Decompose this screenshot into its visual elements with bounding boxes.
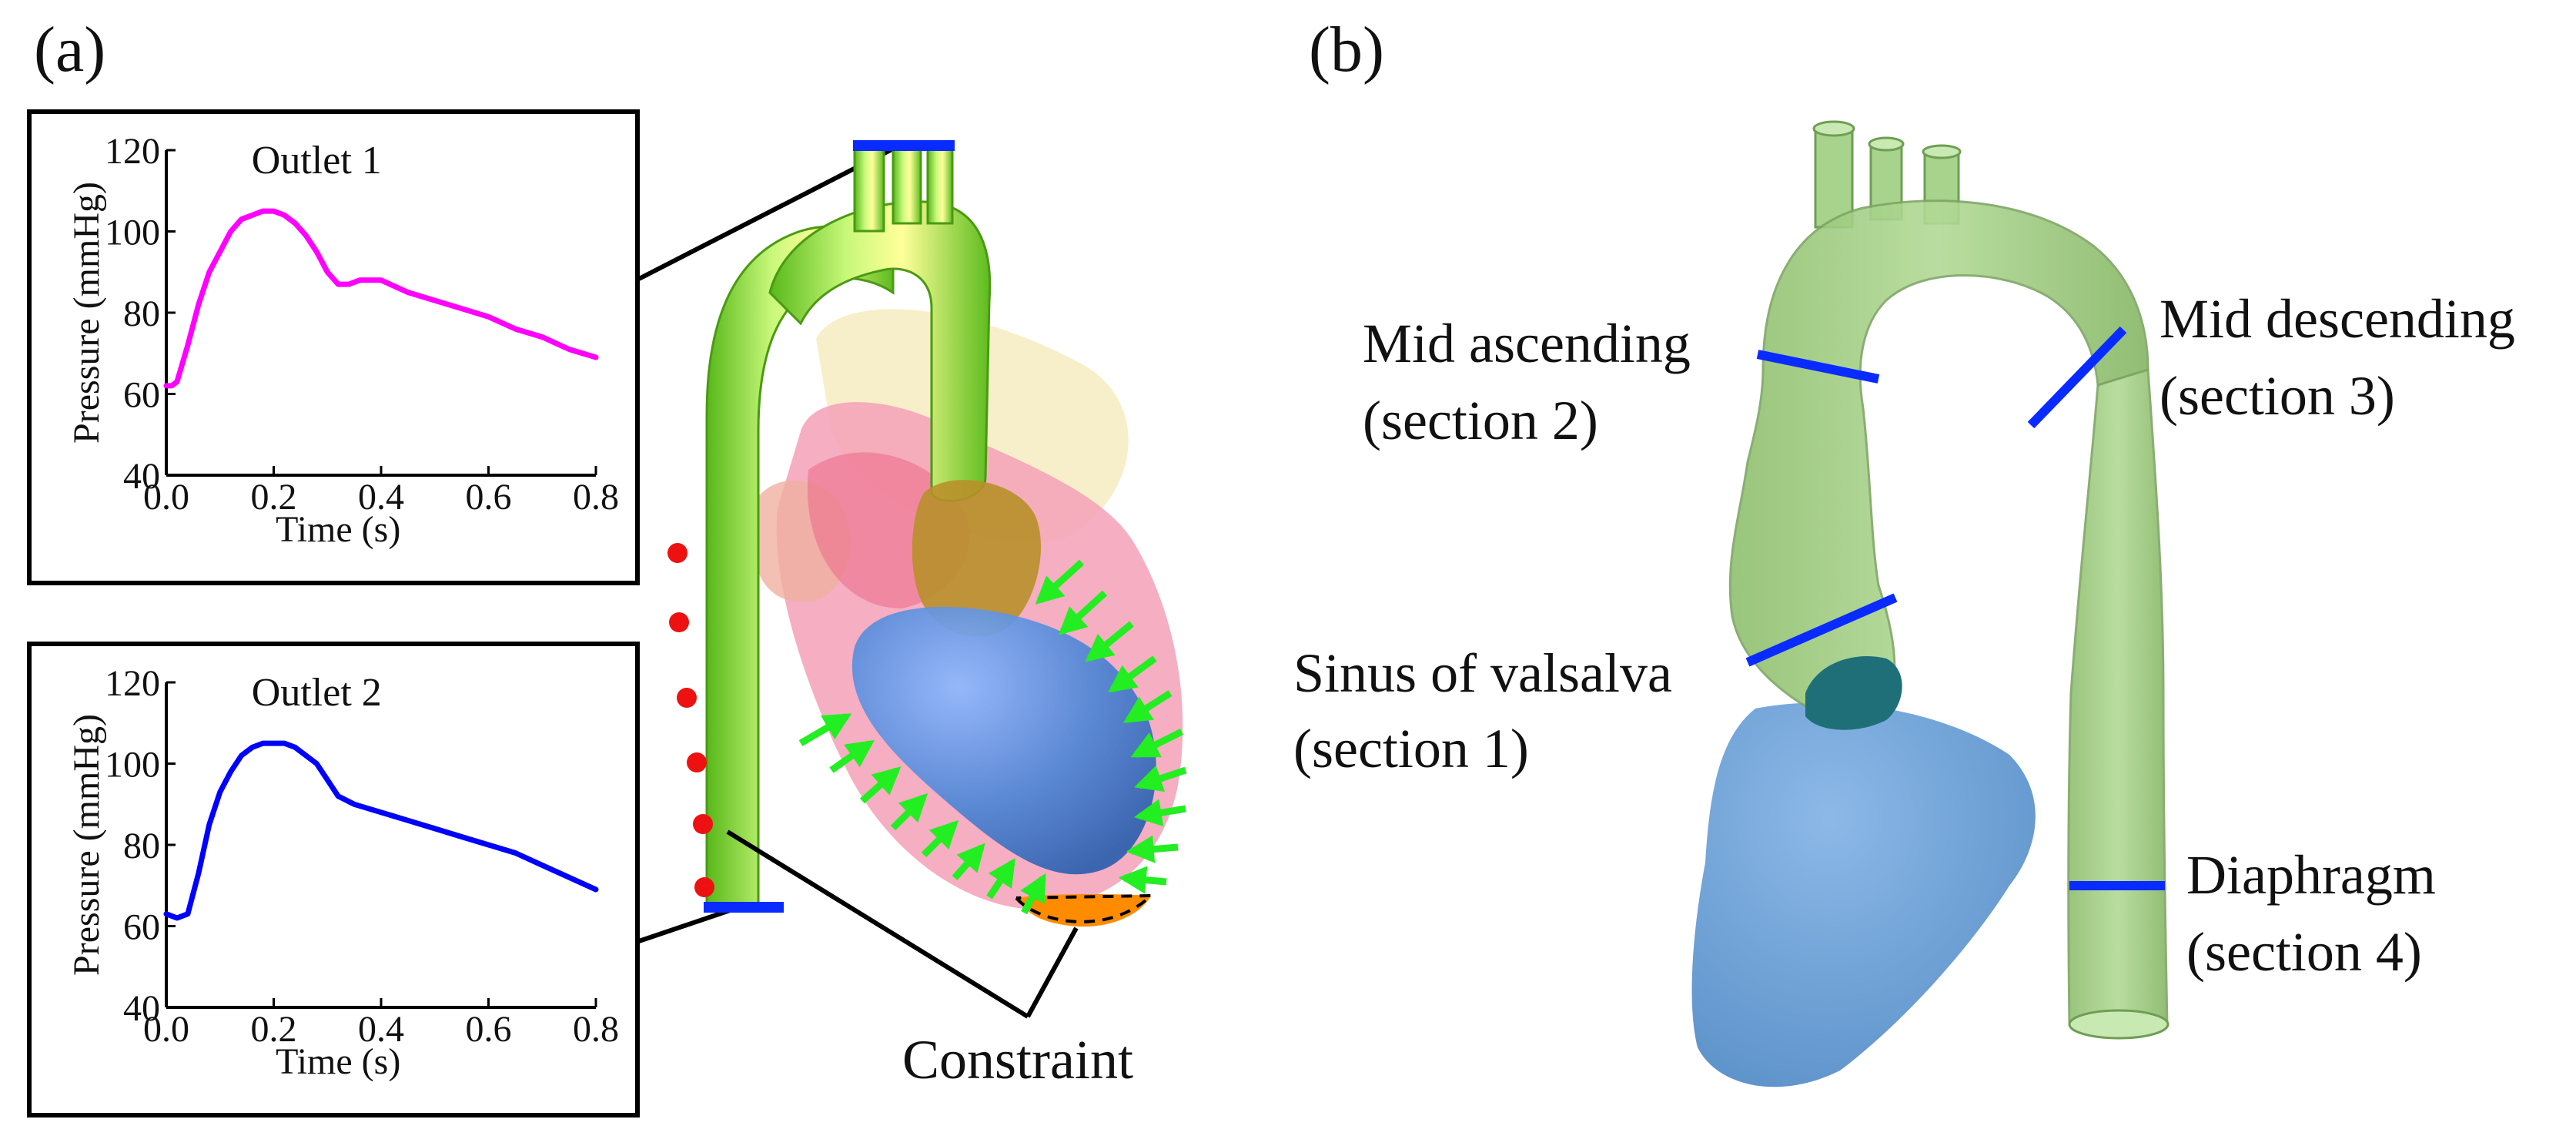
pressure-arrow (798, 713, 852, 746)
arch-branch-b-1 (1814, 126, 1854, 229)
y-tick-label: 80 (123, 826, 160, 866)
pressure-arrow (1126, 835, 1179, 863)
y-tick-label: 120 (105, 663, 160, 704)
constraint-label: Constraint (902, 1029, 1133, 1091)
y-tick-label: 40 (123, 988, 160, 1029)
arch-branch-2 (892, 145, 922, 225)
aortic-root-shape (912, 480, 1042, 637)
x-tick-label: 0.0 (143, 1009, 189, 1050)
pressure-arrow (921, 819, 959, 858)
boundary-dots (667, 543, 714, 897)
y-tick-label: 80 (123, 293, 160, 334)
pressure-arrow (1133, 799, 1186, 827)
x-axis-label: Time (s) (276, 1041, 400, 1082)
pressure-arrow (1134, 765, 1187, 792)
y-tick-label: 100 (105, 213, 160, 253)
left-ventricle-shape (851, 607, 1156, 875)
section-3-label: Mid descending (2159, 288, 2515, 350)
x-tick-label: 0.6 (466, 477, 512, 518)
arch-branch-b-1-top (1812, 120, 1855, 137)
pressure-arrow (1035, 559, 1085, 605)
arch-branch-1 (853, 145, 885, 233)
x-tick-label: 0.8 (573, 1009, 619, 1050)
x-axis-label: Time (s) (276, 509, 400, 550)
pressure-arrow (1108, 655, 1157, 693)
boundary-dot (669, 612, 689, 632)
arch-branch-3 (926, 145, 954, 225)
pressure-arrow (1118, 866, 1167, 894)
y-tick-label: 40 (123, 456, 160, 497)
section-1-sublabel: (section 1) (1293, 718, 1529, 779)
section-3-sublabel: (section 3) (2159, 365, 2395, 427)
arch-branch-b-2-top (1868, 136, 1905, 152)
pressure-arrows (798, 559, 1187, 915)
chart-title: Outlet 1 (252, 139, 382, 183)
y-axis-label: Pressure (mmHg) (66, 714, 107, 976)
section-4-sublabel: (section 4) (2186, 921, 2422, 983)
descending-aorta-b-outlet (2068, 1009, 2170, 1040)
pressure-arrow (1058, 590, 1108, 635)
apex-constraint-outline (1015, 893, 1156, 923)
pressure-arrow (829, 739, 875, 773)
pressure-arrow (890, 792, 928, 831)
pressure-arrow (952, 843, 985, 880)
x-tick-label: 0.4 (358, 1009, 404, 1050)
left-ventricle-b-shape (1691, 702, 2036, 1087)
arch-branch-b-3-top (1922, 144, 1962, 159)
aorta-section-model (1691, 120, 2170, 1087)
boundary-dot (694, 877, 714, 897)
chart-frame (27, 109, 640, 585)
pressure-series-line (163, 740, 599, 921)
chart-frame (27, 642, 640, 1118)
x-tick-label: 0.6 (466, 1009, 512, 1050)
boundary-dot (667, 543, 687, 563)
outlet1-pressure-chart: 40 60 80 100 120 0.0 0.2 0.4 0.6 0.8 Outlet 1 Time … (27, 109, 640, 585)
boundary-dot (687, 752, 707, 772)
x-tick-label: 0.0 (143, 477, 189, 518)
constraint-callout-line-1 (726, 829, 1029, 1019)
constraint-callout-line-2 (1025, 927, 1079, 1018)
y-tick-label: 60 (123, 907, 160, 948)
pressure-series-line (163, 208, 599, 389)
x-tick-label: 0.8 (573, 477, 619, 518)
section-2-sublabel: (section 2) (1363, 390, 1598, 451)
pressure-arrow (1085, 621, 1134, 662)
section-3-line (2027, 326, 2127, 429)
boundary-dot (677, 688, 697, 708)
outlet2-connector-line (638, 905, 740, 943)
chart-title: Outlet 2 (252, 671, 382, 715)
section-2-label: Mid ascending (1363, 313, 1691, 374)
y-tick-label: 120 (105, 131, 160, 172)
section-1-line (1745, 593, 1898, 667)
descending-aorta-b-shape (2067, 368, 2169, 1026)
y-tick-label: 60 (123, 375, 160, 416)
panel-label-b: (b) (1309, 14, 1384, 85)
outlet2-pressure-chart: 40 60 80 100 120 0.0 0.2 0.4 0.6 0.8 Outlet 2 Time … (27, 642, 640, 1118)
heart-aorta-model (704, 140, 1183, 927)
ascending-aorta-shape (1728, 199, 2149, 725)
x-tick-label: 0.2 (251, 1009, 297, 1050)
aortic-valve-shape (1805, 656, 1902, 730)
boundary-dot (693, 814, 713, 834)
pressure-arrow (1020, 873, 1046, 915)
y-tick-label: 100 (105, 745, 160, 786)
pressure-arrow (860, 766, 902, 804)
x-tick-label: 0.2 (251, 477, 297, 518)
pressure-arrow (986, 858, 1015, 900)
x-tick-label: 0.4 (358, 477, 404, 518)
pressure-arrow (1130, 728, 1184, 759)
pressure-arrow (1122, 690, 1173, 723)
section-1-label: Sinus of valsalva (1293, 642, 1672, 704)
panel-label-a: (a) (34, 14, 105, 85)
y-axis-label: Pressure (mmHg) (66, 182, 107, 444)
section-2-line (1756, 350, 1880, 384)
section-4-label: Diaphragm (2186, 844, 2436, 906)
